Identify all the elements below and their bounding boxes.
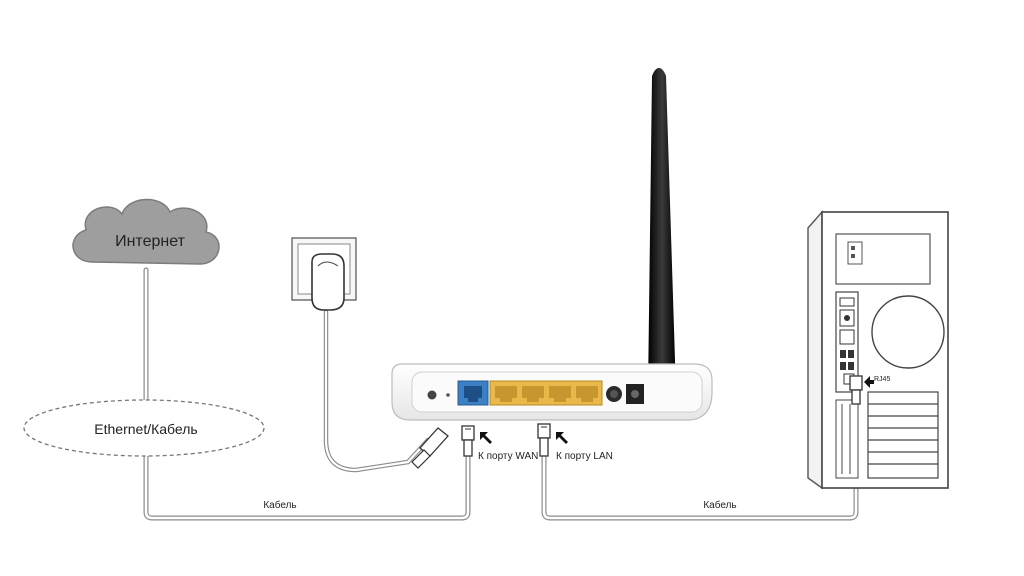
power-jack bbox=[626, 384, 644, 404]
wan-plug bbox=[461, 425, 475, 457]
reset-button bbox=[427, 390, 437, 400]
cables bbox=[143, 267, 859, 521]
router bbox=[391, 363, 713, 421]
rj45-label: RJ45 bbox=[874, 376, 890, 383]
pc-vents bbox=[867, 391, 939, 479]
cable-label-right: Кабель bbox=[703, 499, 736, 511]
internet-label: Интернет bbox=[115, 233, 185, 250]
wan-arrow-icon bbox=[480, 432, 492, 444]
lan-arrow-icon bbox=[556, 432, 568, 444]
power-plug bbox=[411, 427, 449, 469]
lan-plug bbox=[537, 423, 551, 457]
ethernet-label: Ethernet/Кабель bbox=[94, 421, 197, 437]
pc-tower: RJ45 bbox=[807, 210, 949, 490]
pc-rj45-plug bbox=[849, 375, 863, 405]
lan-ports bbox=[489, 380, 603, 406]
status-led bbox=[446, 393, 450, 397]
ethernet-ellipse: Ethernet/Кабель bbox=[23, 399, 265, 457]
internet-cloud: Интернет bbox=[72, 198, 220, 265]
wan-port bbox=[457, 380, 489, 406]
wan-port-label: К порту WAN bbox=[478, 451, 538, 462]
lan-port-4 bbox=[576, 386, 598, 402]
router-antenna bbox=[646, 68, 676, 410]
lan-port-3 bbox=[549, 386, 571, 402]
lan-port-label: К порту LAN bbox=[556, 451, 613, 462]
lan-port-1 bbox=[495, 386, 517, 402]
pc-io-panel bbox=[835, 291, 859, 393]
wall-outlet bbox=[291, 237, 357, 311]
cable-label-left: Кабель bbox=[263, 499, 296, 511]
arrows bbox=[480, 432, 568, 444]
power-button bbox=[606, 386, 622, 402]
power-adapter bbox=[311, 253, 345, 311]
lan-port-2 bbox=[522, 386, 544, 402]
rj45-arrow-icon bbox=[864, 376, 874, 388]
pc-fan bbox=[871, 295, 945, 369]
